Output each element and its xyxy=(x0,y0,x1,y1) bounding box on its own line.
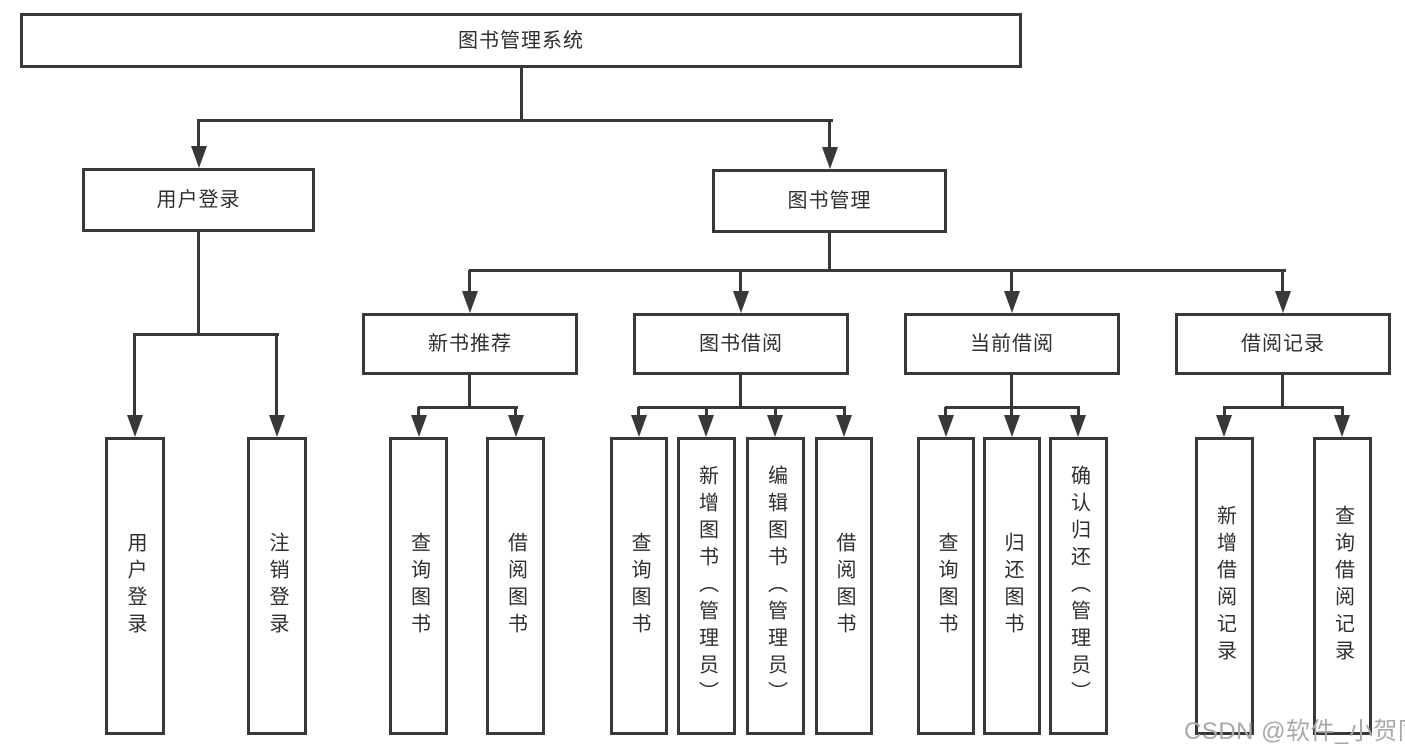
arrow-down-icon xyxy=(191,146,207,168)
leaf-label: 归还图书 xyxy=(1001,532,1023,640)
leaf-user-login: 用户登录 xyxy=(105,437,165,735)
connector-borrowing-rail xyxy=(638,406,846,409)
leaf-logout: 注销登录 xyxy=(247,437,307,735)
connector-leaf-drop xyxy=(417,407,420,415)
leaf-label: 借阅图书 xyxy=(504,532,527,640)
arrow-down-icon xyxy=(1070,415,1086,437)
node-book-borrowing: 图书借阅 xyxy=(633,313,849,375)
leaf-label: 查询借阅记录 xyxy=(1331,505,1354,667)
connector-user-login-rail xyxy=(133,333,279,336)
arrow-down-icon xyxy=(1216,415,1232,437)
node-user-login: 用户登录 xyxy=(82,168,315,232)
leaf-borrow-books-2: 借阅图书 xyxy=(815,437,873,735)
arrow-down-icon xyxy=(127,415,143,437)
node-root: 图书管理系统 xyxy=(20,13,1022,68)
leaf-query-books-2: 查询图书 xyxy=(610,437,668,735)
leaf-label: 新增图书（管理员） xyxy=(695,464,718,708)
arrow-down-icon xyxy=(269,415,285,437)
node-book-management: 图书管理 xyxy=(712,169,947,233)
arrow-down-icon xyxy=(508,415,524,437)
leaf-label: 注销登录 xyxy=(266,532,288,640)
connector-level3-drop xyxy=(1281,270,1284,291)
connector-leaf-drop xyxy=(1223,407,1226,415)
connector-leaf-drop xyxy=(133,334,136,415)
connector-leaf-drop xyxy=(705,407,708,415)
leaf-query-borrow-record: 查询借阅记录 xyxy=(1313,437,1372,735)
connector-new-books-down xyxy=(468,375,471,408)
leaf-add-books-admin: 新增图书（管理员） xyxy=(677,437,736,735)
connector-level3-drop xyxy=(468,270,471,291)
connector-leaf-drop xyxy=(275,334,278,415)
arrow-down-icon xyxy=(767,415,783,437)
connector-leaf-drop xyxy=(944,407,947,415)
arrow-down-icon xyxy=(1334,415,1350,437)
connector-user-login-down xyxy=(197,232,200,335)
leaf-label: 查询图书 xyxy=(628,532,650,640)
connector-new-books-rail xyxy=(418,406,518,409)
arrow-down-icon xyxy=(1004,291,1020,313)
connector-leaf-drop xyxy=(514,407,517,415)
leaf-label: 用户登录 xyxy=(124,532,146,640)
connector-leaf-drop xyxy=(1010,407,1013,415)
connector-book-mgmt-drop xyxy=(828,120,831,147)
connector-leaf-drop xyxy=(1341,407,1344,415)
leaf-confirm-return-admin: 确认归还（管理员） xyxy=(1049,437,1108,735)
arrow-down-icon xyxy=(1004,415,1020,437)
arrow-down-icon xyxy=(698,415,714,437)
leaf-edit-books-admin: 编辑图书（管理员） xyxy=(746,437,805,735)
arrow-down-icon xyxy=(411,415,427,437)
connector-leaf-drop xyxy=(1077,407,1080,415)
connector-book-mgmt-down xyxy=(828,233,831,272)
arrow-down-icon xyxy=(822,147,838,169)
arrow-down-icon xyxy=(1275,291,1291,313)
arrow-down-icon xyxy=(938,415,954,437)
arrow-down-icon xyxy=(733,291,749,313)
arrow-down-icon xyxy=(836,415,852,437)
connector-leaf-drop xyxy=(843,407,846,415)
leaf-label: 编辑图书（管理员） xyxy=(764,464,787,708)
arrow-down-icon xyxy=(462,291,478,313)
node-current-borrowing: 当前借阅 xyxy=(904,313,1120,375)
connector-user-login-drop xyxy=(197,120,200,147)
leaf-label: 确认归还（管理员） xyxy=(1067,464,1090,708)
leaf-label: 查询图书 xyxy=(935,532,957,640)
connector-level3-rail xyxy=(469,269,1286,272)
leaf-query-books-3: 查询图书 xyxy=(917,437,975,735)
connector-root-drop xyxy=(520,68,523,121)
connector-records-rail xyxy=(1223,406,1344,409)
leaf-label: 查询图书 xyxy=(407,532,430,640)
connector-leaf-drop xyxy=(637,407,640,415)
connector-records-down xyxy=(1281,375,1284,408)
connector-current-down xyxy=(1010,375,1013,408)
arrow-down-icon xyxy=(631,415,647,437)
node-borrowing-records: 借阅记录 xyxy=(1175,313,1391,375)
connector-level3-drop xyxy=(739,270,742,291)
node-new-book-recommend: 新书推荐 xyxy=(362,313,578,375)
connector-level3-drop xyxy=(1010,270,1013,291)
leaf-add-borrow-record: 新增借阅记录 xyxy=(1195,437,1254,735)
connector-borrowing-down xyxy=(739,375,742,408)
csdn-watermark: CSDN @软件_小贺同学 xyxy=(1184,718,1405,745)
connector-level2-rail xyxy=(197,119,833,122)
leaf-return-books: 归还图书 xyxy=(983,437,1041,735)
connector-leaf-drop xyxy=(774,407,777,415)
leaf-query-books-1: 查询图书 xyxy=(389,437,448,735)
leaf-borrow-books-1: 借阅图书 xyxy=(486,437,545,735)
leaf-label: 借阅图书 xyxy=(833,532,855,640)
leaf-label: 新增借阅记录 xyxy=(1213,505,1236,667)
